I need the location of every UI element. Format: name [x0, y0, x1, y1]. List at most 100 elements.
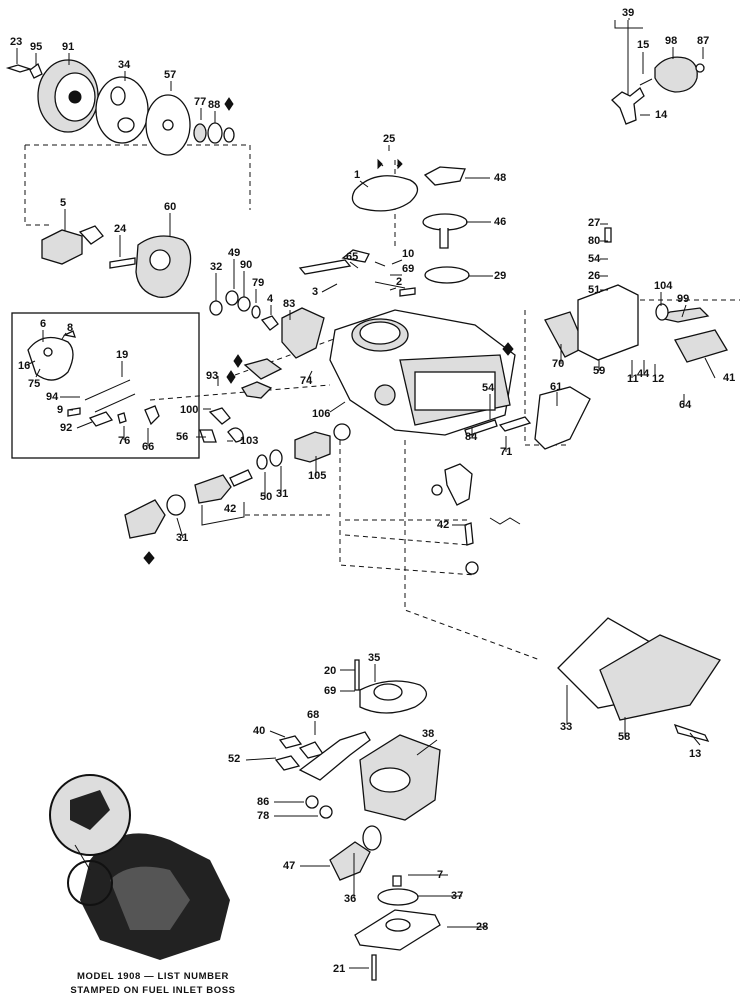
callout-41: 41	[723, 372, 735, 384]
callout-19: 19	[116, 349, 128, 361]
choke-assembly-parts	[41, 225, 325, 359]
callout-31: 31	[176, 532, 188, 544]
callout-64: 64	[679, 399, 692, 411]
callout-54: 54	[588, 253, 601, 265]
callout-105: 105	[308, 470, 326, 482]
bowl-cover-parts	[557, 617, 721, 742]
callout-27: 27	[588, 217, 600, 229]
callout-20: 20	[324, 665, 336, 677]
callout-75: 75	[28, 378, 40, 390]
callout-34: 34	[118, 59, 131, 71]
callout-39: 39	[622, 7, 634, 19]
callout-40: 40	[253, 725, 265, 737]
jet-parts	[124, 449, 283, 565]
callout-35: 35	[368, 652, 380, 664]
callout-100: 100	[180, 404, 198, 416]
choke-housing-parts	[5, 59, 235, 156]
callout-74: 74	[300, 375, 313, 387]
callout-8: 8	[67, 322, 73, 334]
callout-60: 60	[164, 201, 176, 213]
callout-6: 6	[40, 318, 46, 330]
callout-103: 103	[240, 435, 258, 447]
callout-16: 16	[18, 360, 30, 372]
callout-76: 76	[118, 435, 130, 447]
callout-68: 68	[307, 709, 319, 721]
caption-line-1: MODEL 1908 — LIST NUMBER	[77, 971, 229, 982]
callout-86: 86	[257, 796, 269, 808]
callout-69b: 69	[324, 685, 336, 697]
callout-3: 3	[312, 286, 318, 298]
inset-parts	[27, 330, 160, 427]
callout-33: 33	[560, 721, 572, 733]
callout-91: 91	[62, 41, 74, 53]
callout-10: 10	[402, 248, 414, 260]
callout-49: 49	[228, 247, 240, 259]
callout-51: 51	[588, 284, 600, 296]
callout-94: 94	[46, 391, 59, 403]
callout-66: 66	[142, 441, 154, 453]
leader-lines	[16, 20, 716, 969]
callout-65: 65	[346, 251, 358, 263]
model-caption: MODEL 1908 — LIST NUMBER STAMPED ON FUEL…	[8, 970, 298, 998]
callout-99: 99	[677, 293, 689, 305]
callout-61: 61	[550, 381, 562, 393]
callout-106: 106	[312, 408, 330, 420]
pump-cover-parts	[464, 227, 728, 450]
callout-9: 9	[57, 404, 63, 416]
air-horn-parts	[298, 158, 470, 297]
inset-box	[11, 312, 200, 459]
callout-104: 104	[654, 280, 673, 292]
callout-93: 93	[206, 370, 218, 382]
callout-2: 2	[396, 276, 402, 288]
callout-4: 4	[267, 293, 274, 305]
callout-57: 57	[164, 69, 176, 81]
choke-vacuum-parts	[611, 18, 705, 125]
callout-21: 21	[333, 963, 345, 975]
callout-88: 88	[208, 99, 220, 111]
callout-14: 14	[655, 109, 668, 121]
callout-83: 83	[283, 298, 295, 310]
callout-79: 79	[252, 277, 264, 289]
carburetor-body	[329, 309, 516, 436]
callout-5: 5	[60, 197, 66, 209]
callout-52: 52	[228, 753, 240, 765]
model-photo	[49, 774, 230, 960]
callout-26: 26	[588, 270, 600, 282]
callout-12: 12	[652, 373, 664, 385]
throttle-body-parts	[274, 659, 441, 981]
callout-42: 42	[224, 503, 236, 515]
caption-line-2: STAMPED ON FUEL INLET BOSS	[70, 985, 236, 996]
callout-90: 90	[240, 259, 252, 271]
callout-23: 23	[10, 36, 22, 48]
callout-31b: 31	[276, 488, 288, 500]
callout-38: 38	[422, 728, 434, 740]
callout-46: 46	[494, 216, 506, 228]
callout-77: 77	[194, 96, 206, 108]
callout-32: 32	[210, 261, 222, 273]
callout-24: 24	[114, 223, 127, 235]
callout-13: 13	[689, 748, 701, 760]
callout-42b: 42	[437, 519, 449, 531]
callout-92: 92	[60, 422, 72, 434]
callout-1: 1	[354, 169, 360, 181]
callout-80: 80	[588, 235, 600, 247]
float-parts	[431, 463, 521, 575]
middle-left-parts	[199, 354, 351, 463]
callout-98: 98	[665, 35, 677, 47]
callout-78: 78	[257, 810, 269, 822]
callout-58: 58	[618, 731, 630, 743]
callout-69: 69	[402, 263, 414, 275]
callout-50: 50	[260, 491, 272, 503]
callout-29: 29	[494, 270, 506, 282]
callout-36: 36	[344, 893, 356, 905]
callout-48: 48	[494, 172, 506, 184]
callout-70: 70	[552, 358, 564, 370]
callout-47: 47	[283, 860, 295, 872]
callout-56: 56	[176, 431, 188, 443]
callout-87: 87	[697, 35, 709, 47]
callout-95: 95	[30, 41, 42, 53]
callout-54b: 54	[482, 382, 495, 394]
callout-25: 25	[383, 133, 395, 145]
callout-15: 15	[637, 39, 649, 51]
